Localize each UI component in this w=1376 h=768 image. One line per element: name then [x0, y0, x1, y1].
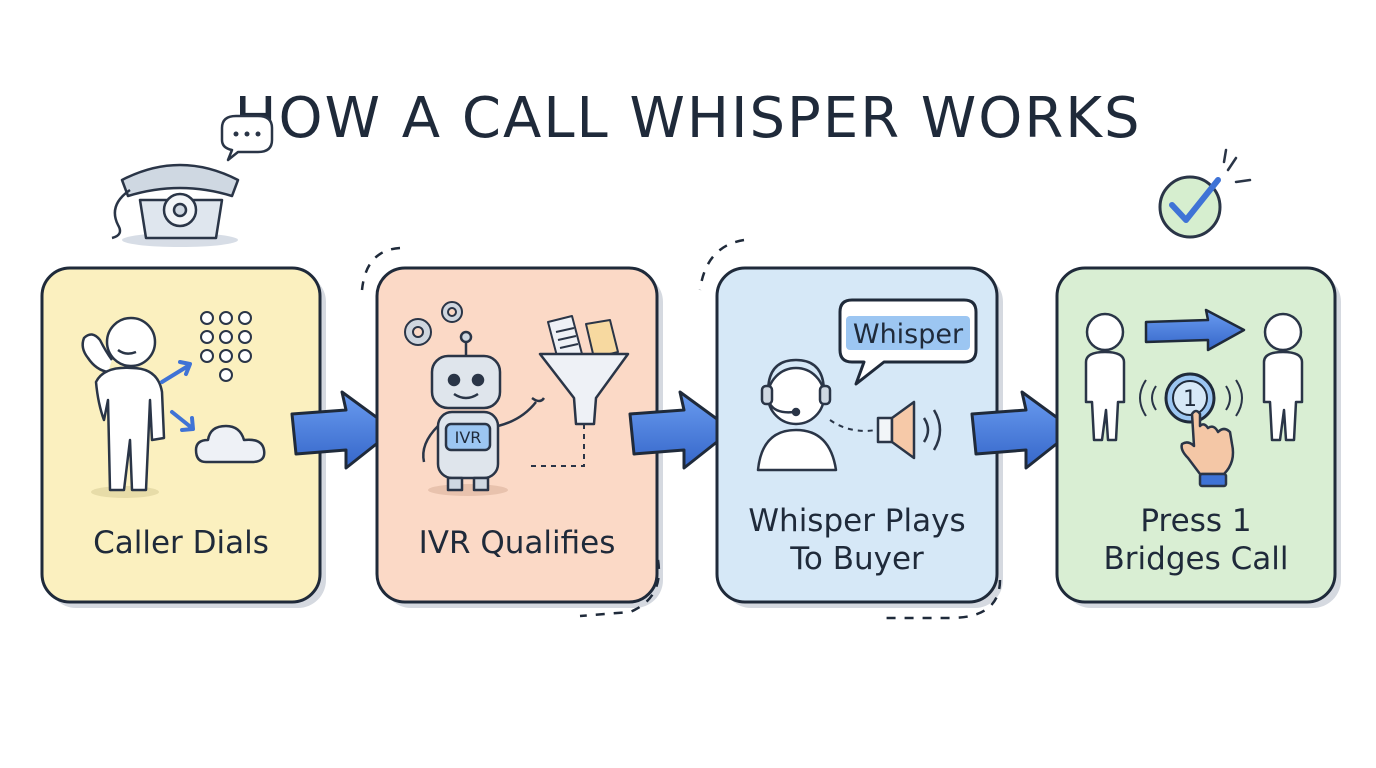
- flow-arrow-1: [290, 390, 396, 470]
- diagram-title: HOW A CALL WHISPER WORKS: [234, 86, 1142, 151]
- whisper-bubble-text: Whisper: [853, 319, 964, 350]
- step-card-caller-dials: [40, 266, 326, 608]
- cloud-icon: [194, 424, 266, 464]
- step-card-press-1-bridges-call: 1: [1055, 266, 1341, 608]
- speech-bubble-icon: [220, 114, 274, 162]
- step-label-line: To Buyer: [790, 541, 924, 577]
- robot-icon: [422, 330, 546, 496]
- funnel-icon: [528, 352, 630, 467]
- keypad-icon: [200, 311, 252, 382]
- step-label-whisper-plays: Whisper Plays To Buyer: [717, 502, 997, 578]
- step-label-line: Bridges Call: [1103, 541, 1289, 577]
- step-label-caller-dials: Caller Dials: [93, 525, 269, 561]
- headset-agent-icon: [756, 358, 838, 472]
- telephone-icon: [111, 163, 240, 247]
- speaker-icon: [876, 400, 942, 460]
- gear-icon: [404, 301, 463, 346]
- press-1-button-label: 1: [1183, 387, 1197, 412]
- hand-pointer-icon: [1180, 409, 1235, 488]
- whisper-speech-bubble: [838, 298, 978, 386]
- checkmark-icon: [1158, 148, 1252, 239]
- step-card-whisper-plays: Whisper: [698, 238, 1003, 620]
- ivr-badge: IVR: [455, 428, 482, 447]
- person-icon: [1084, 312, 1126, 442]
- flow-arrow-2: [628, 390, 734, 470]
- step-label-ivr-qualifies: IVR Qualifies: [418, 525, 616, 561]
- person-icon: [81, 316, 166, 498]
- step-card-ivr-qualifies: IVR: [360, 246, 663, 618]
- step-label-press-1-bridges-call: Press 1 Bridges Call: [1057, 502, 1335, 578]
- person-icon: [1262, 312, 1304, 442]
- flow-arrow-3: [970, 390, 1076, 470]
- document-icon: [547, 315, 619, 361]
- step-label-line: Press 1: [1140, 503, 1252, 539]
- press-1-button: [1139, 372, 1243, 424]
- step-label-line: Whisper Plays: [748, 503, 966, 539]
